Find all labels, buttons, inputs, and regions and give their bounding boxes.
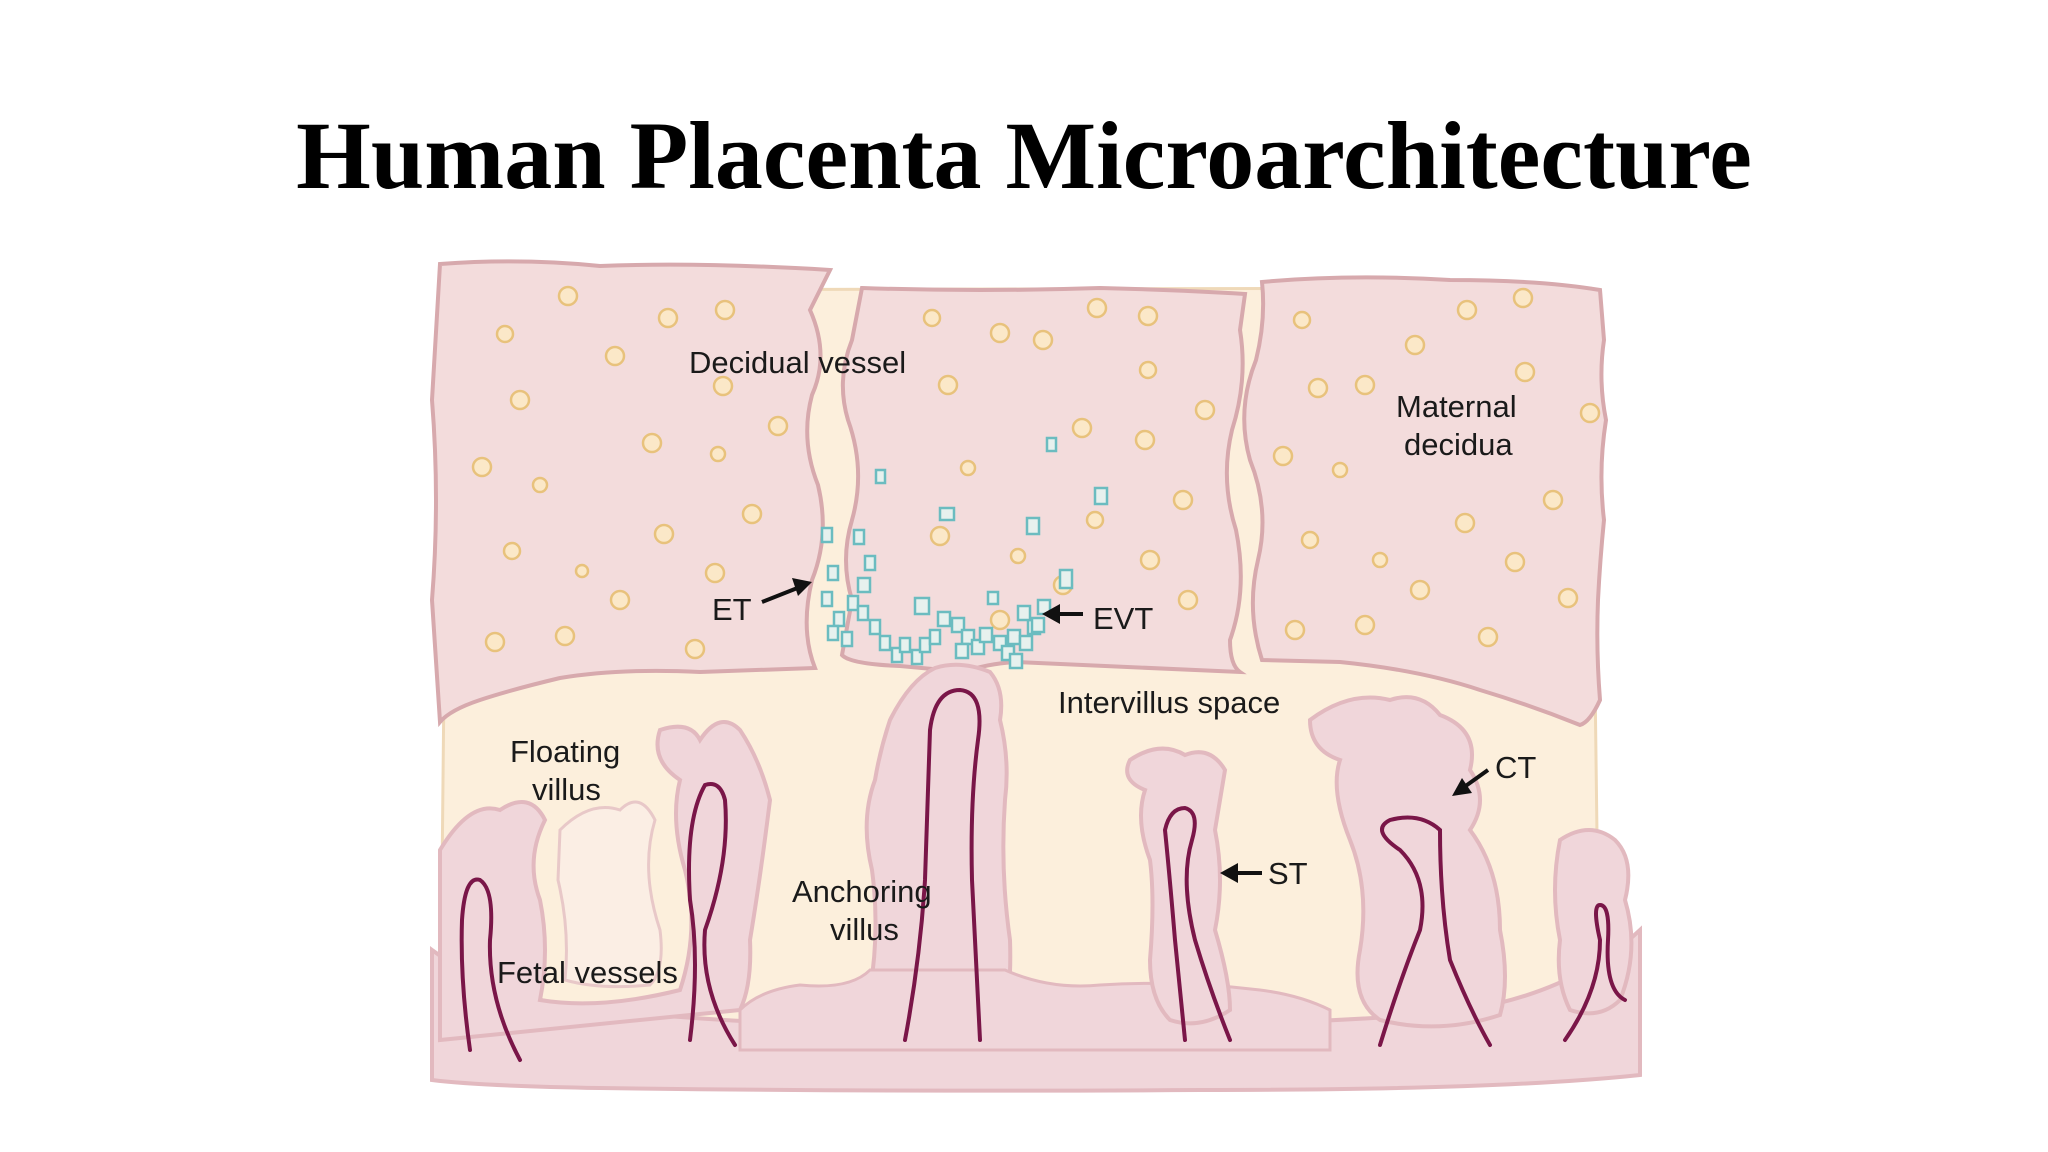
fetal-vessel-4 [1162, 805, 1232, 1042]
villus-floating-left-core [556, 800, 663, 989]
arrowhead-evt [1042, 604, 1060, 624]
fetal-vessel-3 [903, 687, 982, 1042]
decidua-block-right [1242, 275, 1609, 728]
arrowhead-st [1220, 863, 1238, 883]
label-evt: EVT [1093, 601, 1153, 636]
label-floating-villus-line2: villus [532, 772, 601, 807]
label-floating-villus-line1: Floating [510, 734, 620, 769]
fetal-vessel-6 [1563, 902, 1627, 1042]
decidua-cells [471, 285, 1601, 660]
label-ct: CT [1495, 750, 1536, 785]
arrowhead-ct [1452, 778, 1472, 796]
decidua-block-left [429, 259, 834, 728]
fetal-vessel-5 [1378, 815, 1492, 1047]
page-title: Human Placenta Microarchitecture [296, 102, 1752, 209]
label-intervillus-space: Intervillus space [1058, 685, 1280, 720]
villus-floating-right-st [1125, 746, 1233, 1026]
arrowhead-et [792, 578, 812, 596]
pointer-arrows [761, 578, 1490, 883]
label-anchoring-villus-line1: Anchoring [792, 874, 932, 909]
label-maternal-decidua-line2: decidua [1404, 427, 1513, 462]
fetal-vessel-2 [687, 782, 737, 1047]
trophoblast-cells [820, 436, 1109, 670]
label-decidual-vessel: Decidual vessel [689, 345, 906, 380]
fetal-vessel-1 [459, 877, 522, 1062]
villus-floating-far-right [1553, 828, 1634, 1016]
villus-floating-left [438, 720, 773, 1043]
label-st: ST [1268, 856, 1308, 891]
fetal-vessels-group [459, 687, 1627, 1062]
label-maternal-decidua-line1: Maternal [1396, 389, 1517, 424]
label-fetal-vessels: Fetal vessels [497, 955, 678, 990]
label-et: ET [712, 592, 752, 627]
label-anchoring-villus-line2: villus [830, 912, 899, 947]
